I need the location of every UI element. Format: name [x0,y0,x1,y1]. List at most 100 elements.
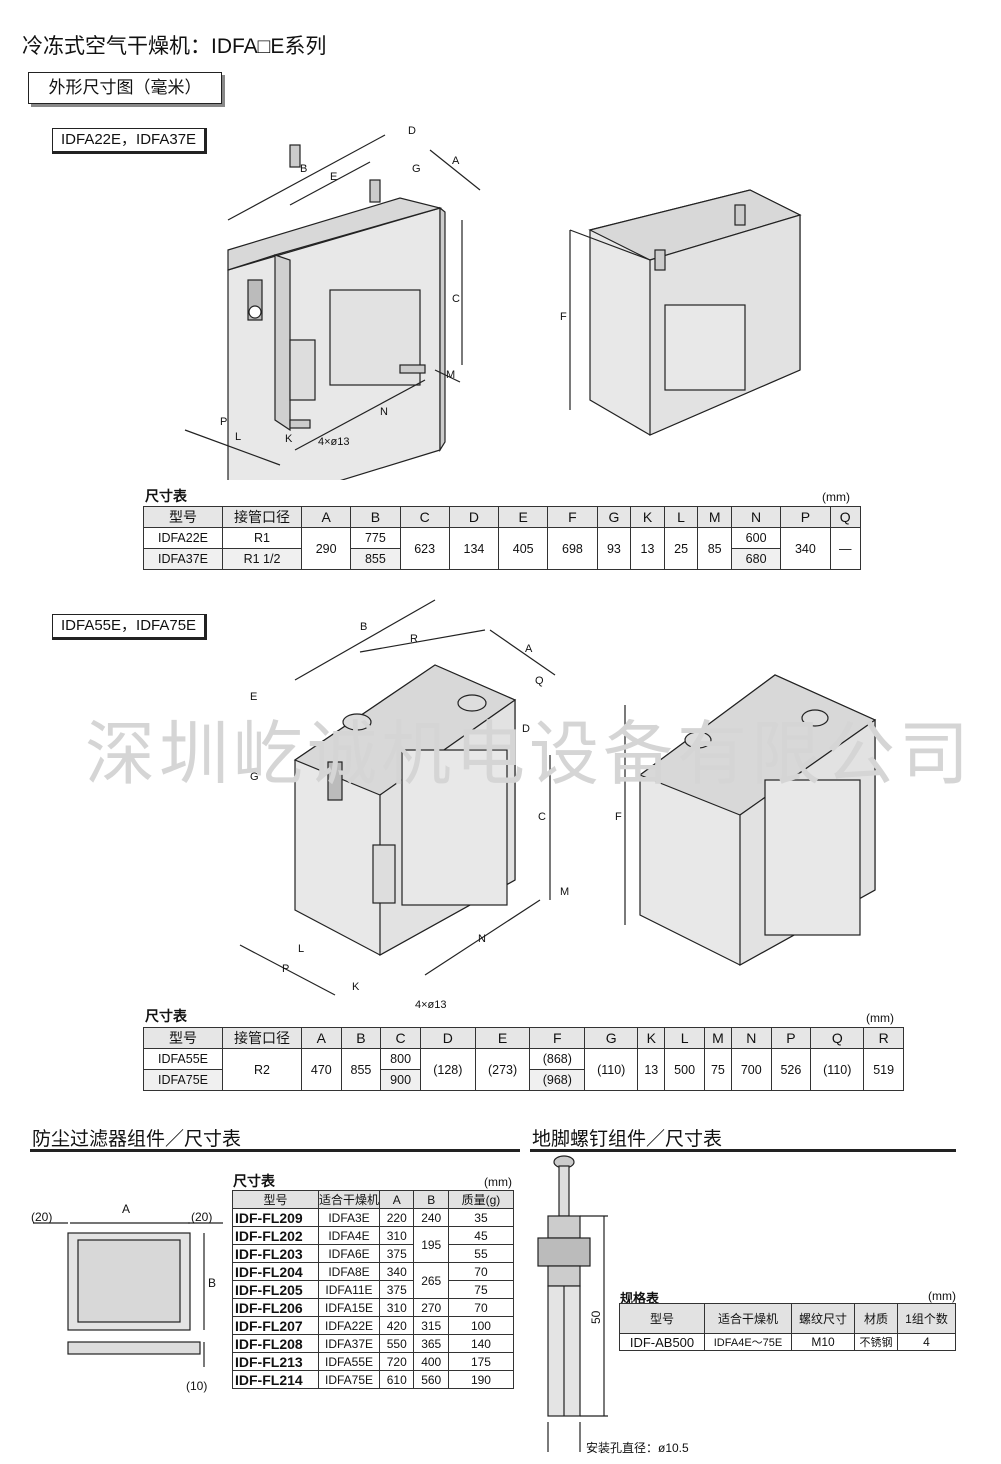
table-cell: 70 [447,1298,515,1317]
th: E [498,506,549,528]
th: F [547,506,598,528]
dryer-drawing-2: B R A Q D E G C M N L P K 4×ø13 F [239,599,877,1010]
table-cell: 526 [770,1048,812,1091]
dim-f-label: F [560,311,567,323]
page-title: 冷冻式空气干燥机：IDFA□E系列 [22,35,327,58]
th: 接管口径 [222,506,302,528]
table-cell: 519 [863,1048,904,1091]
table-cell: 700 [730,1048,772,1091]
holes-label: 4×ø13 [318,436,350,448]
th: M [703,1027,732,1049]
th: L [663,506,699,528]
th: 适合干燥机 [318,1190,380,1209]
th: G [596,506,632,528]
spec-table-label: 规格表 [620,1291,660,1306]
th: N [730,1027,772,1049]
th: A [378,1190,415,1209]
table-cell: 310 [378,1298,415,1317]
dim-d-label: D [408,125,416,137]
table-cell: IDFA22E [318,1316,380,1335]
th: P [770,1027,812,1049]
filter-dim-b: B [208,1276,216,1290]
dim-k-label: K [352,981,360,993]
table-label-1: 尺寸表 [145,488,187,504]
table-cell: IDFA75E [143,1069,223,1091]
dim-p-label: P [220,416,227,428]
watermark: 深圳屹诚机电设备有限公司 [85,713,973,795]
dim-n-label: N [380,406,388,418]
dim-k-label: K [285,433,293,445]
table-cell: M10 [791,1333,855,1351]
table-cell: — [829,527,861,570]
filter-drawing: A (20) (20) B (10) [31,1202,223,1393]
drawing-subtitle: 外形尺寸图（毫米） [28,72,222,104]
dim-c-label: C [452,293,460,305]
dim-l-label: L [235,431,241,443]
table-cell: 340 [378,1262,415,1281]
dim-c-label: C [538,811,546,823]
models-label-1: IDFA22E，IDFA37E [52,128,208,154]
table-cell: IDF-FL206 [232,1298,319,1317]
th: 接管口径 [222,1027,302,1049]
table-cell: 93 [596,527,632,570]
th: 螺纹尺寸 [791,1303,855,1334]
table-cell: 134 [448,527,500,570]
dim-m-label: M [560,886,569,898]
th: A [301,1027,342,1049]
th: 型号 [232,1190,319,1209]
table-cell: 550 [378,1334,415,1353]
table-cell: 4 [897,1333,956,1351]
table-cell: 375 [378,1244,415,1263]
table-cell: 610 [378,1370,415,1389]
filter-dim-right: (20) [191,1210,212,1224]
table-cell: 270 [413,1298,449,1317]
filter-dim-left: (20) [31,1210,52,1224]
th: 1组个数 [897,1303,956,1334]
table-cell: 55 [447,1244,515,1263]
table-cell: IDFA55E [143,1048,223,1070]
table-cell: IDFA37E [318,1334,380,1353]
th: B [413,1190,449,1209]
table-cell: 13 [630,527,665,570]
table-cell: IDFA4E～75E [704,1333,792,1351]
th: K [637,1027,666,1049]
table-cell: 70 [447,1262,515,1281]
th: B [350,506,401,528]
dim-q-label: Q [535,675,544,687]
th: 型号 [143,506,223,528]
dim-g-label: G [412,163,421,175]
table-cell: 75 [447,1280,515,1299]
table-cell: IDF-FL208 [232,1334,319,1353]
dim-b-label: B [300,163,307,175]
table-cell: R1 1/2 [222,548,302,570]
table-cell: 220 [378,1208,415,1227]
table-cell: 720 [378,1352,415,1371]
th: P [780,506,831,528]
dimension-table-2: 型号 接管口径 A B C D E F G K L M N P Q R IDFA… [143,1027,904,1091]
table-cell: 315 [413,1316,449,1335]
table-cell: 560 [413,1370,449,1389]
table-cell: R1 [222,527,302,549]
th: F [529,1027,586,1049]
table-cell: 855 [340,1048,382,1091]
table-cell: 140 [447,1334,515,1353]
table-cell: 45 [447,1226,515,1245]
table-cell: 不锈钢 [854,1333,898,1351]
table-cell: IDFA3E [318,1208,380,1227]
dim-n-label: N [478,933,486,945]
filter-dim-bottom: (10) [186,1379,207,1393]
spec-unit: (mm) [928,1289,956,1303]
bolt-heading-rule [530,1149,956,1152]
table-cell: IDFA11E [318,1280,380,1299]
table-cell: 340 [780,527,831,570]
table-cell: 240 [413,1208,449,1227]
table-cell: (273) [474,1048,531,1091]
table-cell: (868) [529,1048,586,1070]
dim-f-label: F [615,811,622,823]
table-cell: 35 [447,1208,515,1227]
table-cell: (110) [810,1048,865,1091]
table-cell: 800 [380,1048,421,1070]
th: 型号 [143,1027,223,1049]
